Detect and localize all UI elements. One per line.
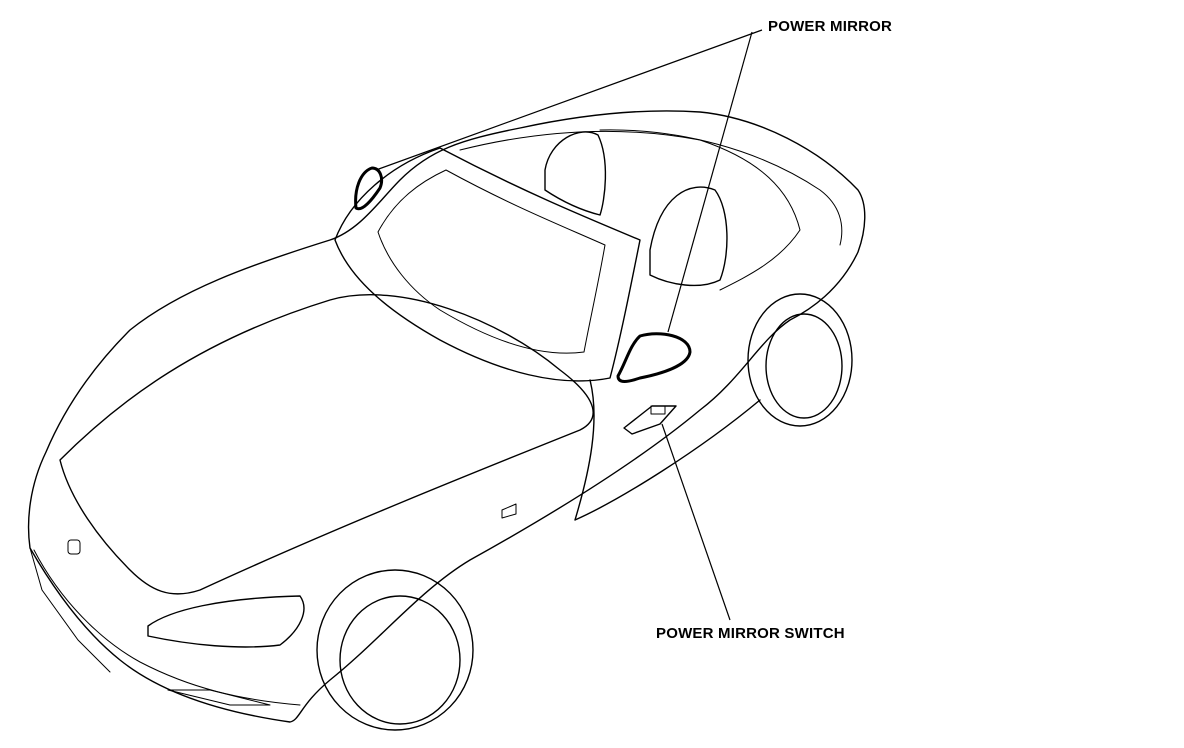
left-power-mirror [354, 166, 384, 211]
windshield [334, 147, 641, 382]
leader-to-right-mirror [667, 31, 753, 333]
seat-right [649, 186, 728, 287]
switch-knob [650, 405, 666, 415]
front-bumper-line [33, 549, 301, 706]
leader-to-switch [661, 423, 731, 621]
windshield-inner [377, 169, 606, 354]
door-handle [501, 503, 517, 519]
cockpit-rim [459, 130, 801, 291]
right-power-mirror [616, 332, 692, 383]
power-mirror-switch-panel [623, 405, 677, 435]
power-mirror-switch-label: POWER MIRROR SWITCH [656, 625, 845, 642]
rear-wheel-arch [747, 293, 853, 427]
door-line [574, 379, 761, 521]
front-badge [67, 539, 81, 555]
leader-to-left-mirror [375, 29, 763, 171]
seat-left [544, 131, 607, 216]
hood-outline [59, 294, 594, 595]
rear-deck-line [599, 129, 843, 246]
rear-wheel [765, 313, 843, 419]
power-mirror-label: POWER MIRROR [768, 18, 893, 35]
car-body-outline [27, 110, 866, 723]
headlight [147, 595, 305, 648]
front-wheel-arch [316, 569, 474, 731]
front-lower-lip [29, 547, 111, 673]
front-wheel [339, 595, 461, 725]
front-intake [167, 689, 271, 706]
